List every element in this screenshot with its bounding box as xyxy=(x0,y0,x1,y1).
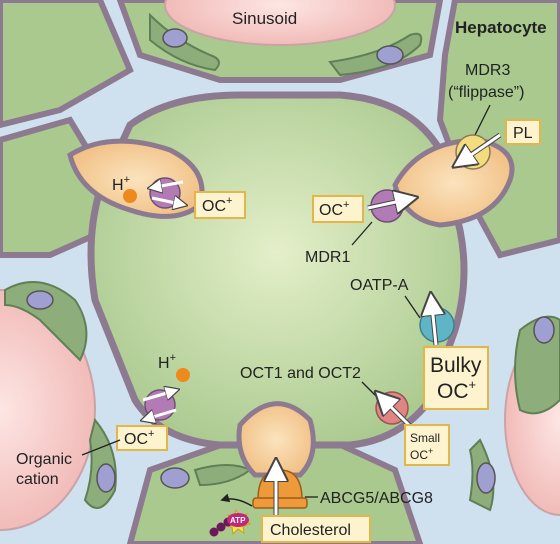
oc-box-3-text: OC xyxy=(124,431,148,448)
pl-label: PL xyxy=(513,125,533,142)
mdr3-label: MDR3 xyxy=(465,62,510,79)
oct-arrow-fill xyxy=(378,394,412,428)
canaliculus-bottom xyxy=(236,401,316,478)
oatp-leader xyxy=(404,295,421,319)
proton-1 xyxy=(123,189,137,203)
cation-label: cation xyxy=(16,471,59,488)
neighbor-cell-top-left xyxy=(0,0,134,129)
antiporter-lower-arrow-b xyxy=(143,408,177,420)
nucleus-7 xyxy=(160,467,190,489)
h-plus-2-text: H xyxy=(158,355,170,372)
organic-label: Organic xyxy=(16,451,72,468)
atp-bead-2 xyxy=(216,522,226,532)
rbc-top xyxy=(164,0,396,46)
organic-leader xyxy=(81,439,121,456)
mdr1-arrow-fill xyxy=(367,197,413,210)
nucleus-3 xyxy=(26,290,54,310)
mdr3-leader xyxy=(474,104,491,136)
antiporter-left-arrow-in xyxy=(150,182,184,188)
h-plus-1-text: H xyxy=(112,177,124,194)
h-plus-2-sup: + xyxy=(170,352,176,364)
oc-box-1-label: OC+ xyxy=(202,195,232,215)
atp-bead-1 xyxy=(209,527,219,537)
endothelial-top-right xyxy=(328,32,423,77)
atp-tag xyxy=(227,513,249,527)
pl-box xyxy=(505,119,541,145)
mdr1-leader xyxy=(351,221,373,246)
neighbor-cell-left xyxy=(0,116,104,258)
nucleus-5 xyxy=(533,316,555,344)
oc-box-2-sup: + xyxy=(343,199,349,211)
hepatocyte-title: Hepatocyte xyxy=(455,18,547,37)
proton-2 xyxy=(176,368,190,382)
oc-box-3-label: OC+ xyxy=(124,428,154,448)
atp-label: ATP xyxy=(230,516,246,525)
bulky-oc-sup: + xyxy=(469,377,477,392)
cholesterol-box xyxy=(261,515,371,543)
abcg-label: ABCG5/ABCG8 xyxy=(320,490,433,507)
mdr1-label: MDR1 xyxy=(305,249,350,266)
atp-hydrolysis-arrow xyxy=(220,493,253,507)
bulky-oc-box xyxy=(423,346,489,410)
bulky-oc-text: OC xyxy=(437,380,469,403)
abcg-pump-base xyxy=(252,497,308,509)
mdr3-arrow-fill xyxy=(457,133,501,166)
oc-box-1-sup: + xyxy=(226,195,232,207)
oc-box-2-text: OC xyxy=(319,202,343,219)
oatp-a-arrow-fill xyxy=(429,297,438,346)
h-plus-1-label: H+ xyxy=(112,174,130,194)
endothelial-left xyxy=(4,281,88,362)
cholesterol-label: Cholesterol xyxy=(270,522,351,539)
h-plus-1-sup: + xyxy=(124,174,130,186)
endothelial-cells xyxy=(4,12,560,512)
small-oc-label: OC+ xyxy=(410,446,433,462)
atp-molecule: ATP xyxy=(209,508,252,537)
oc-box-2-label: OC+ xyxy=(319,199,349,219)
oatp-a-label: OATP-A xyxy=(350,277,409,294)
small-oc-text: OC xyxy=(410,448,428,462)
nucleus-1 xyxy=(162,28,188,48)
antiporter-lower-arrow-a xyxy=(142,390,177,402)
oc-box-1 xyxy=(194,191,246,219)
small-label: Small xyxy=(410,431,440,445)
oc-box-2 xyxy=(312,195,364,223)
bulky-label: Bulky xyxy=(430,354,482,377)
antiporter-left-arrow-out xyxy=(151,198,185,205)
small-oc-box xyxy=(404,424,450,466)
small-oc-sup: + xyxy=(428,446,433,456)
sinusoid-label: Sinusoid xyxy=(232,9,297,28)
nucleus-4 xyxy=(96,463,116,493)
bulky-oc-label: OC+ xyxy=(437,377,476,403)
mdr3-flippase-label: (“flippase”) xyxy=(448,84,524,101)
oc-box-3-sup: + xyxy=(148,428,154,440)
nucleus-6 xyxy=(476,462,496,494)
oc-box-1-text: OC xyxy=(202,198,226,215)
h-plus-2-label: H+ xyxy=(158,352,176,372)
nucleus-2 xyxy=(376,45,404,65)
oc-box-3 xyxy=(116,425,168,451)
oct1-oct2-label: OCT1 and OCT2 xyxy=(240,365,361,382)
